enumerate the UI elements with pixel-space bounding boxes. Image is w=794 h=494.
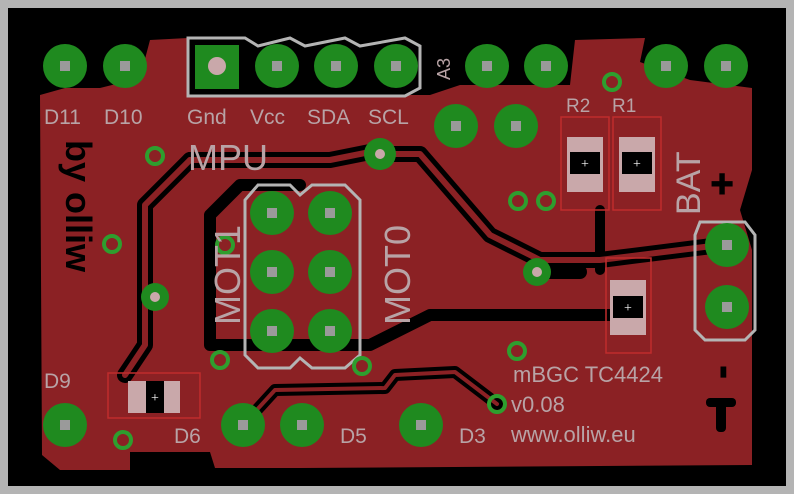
label-mpu: MPU xyxy=(188,137,268,178)
label-d5: D5 xyxy=(340,425,367,448)
label-r1: R1 xyxy=(612,96,636,117)
label-a3: A3 xyxy=(434,58,454,80)
i2c-header-outline xyxy=(186,36,422,98)
board-version: v0.08 xyxy=(511,392,565,417)
resistor-bat: + xyxy=(605,257,652,354)
svg-text:+: + xyxy=(581,157,589,172)
label-mot1: MOT1 xyxy=(207,225,248,325)
svg-text:+: + xyxy=(151,391,159,406)
pads xyxy=(43,44,749,447)
resistor-r2: + xyxy=(560,116,610,211)
label-d3: D3 xyxy=(459,425,486,448)
battery-connector-outline xyxy=(693,220,757,342)
vias xyxy=(102,72,622,450)
label-bat: BAT xyxy=(670,151,708,215)
resistor-r1: + xyxy=(612,116,662,211)
label-scl: SCL xyxy=(368,106,409,129)
plus-symbol: + xyxy=(710,162,733,206)
label-mot0: MOT0 xyxy=(377,225,418,325)
motor-header-outline xyxy=(243,183,362,370)
label-d6: D6 xyxy=(174,425,201,448)
label-sda: SDA xyxy=(307,106,350,129)
label-vcc: Vcc xyxy=(250,106,285,129)
label-r2: R2 xyxy=(566,96,590,117)
author-text: by olliw xyxy=(58,140,99,273)
svg-text:+: + xyxy=(624,301,632,316)
board-title: mBGC TC4424 xyxy=(513,362,663,387)
label-d10: D10 xyxy=(104,106,143,129)
board-url: www.olliw.eu xyxy=(510,422,636,447)
svg-text:+: + xyxy=(633,157,641,172)
ground-symbol-icon xyxy=(706,398,736,432)
minus-symbol: - xyxy=(704,365,748,378)
label-d11: D11 xyxy=(44,106,81,129)
label-d9: D9 xyxy=(44,370,71,393)
label-gnd: Gnd xyxy=(187,106,227,129)
resistor-d6: + xyxy=(107,372,201,419)
